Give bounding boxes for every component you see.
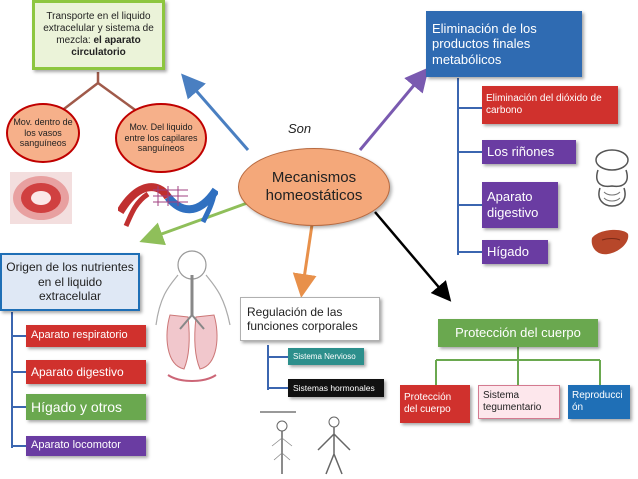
eliminacion-box: Eliminación de los productos finales met…: [426, 11, 582, 77]
origen-box: Origen de los nutrientes en el liquido e…: [0, 253, 140, 311]
center-label: Mecanismos homeostáticos: [265, 169, 363, 204]
oval-mov-dentro: Mov. dentro de los vasos sanguíneos: [6, 103, 80, 163]
arrow-to-transporte: [181, 73, 250, 151]
origen-item-respiratorio: Aparato respiratorio: [26, 325, 146, 347]
proteccion-box: Protección del cuerpo: [438, 319, 598, 347]
regulacion-item-hormonales: Sistemas hormonales: [288, 379, 384, 397]
origen-item-locomotor: Aparato locomotor: [26, 436, 146, 456]
eliminacion-item-co2: Eliminación del dióxido de carbono: [482, 86, 618, 124]
arrow-to-regulacion: [292, 217, 317, 298]
digestive-organs-image: [595, 149, 629, 207]
transporte-box: Transporte en el liquido extracelular y …: [32, 0, 165, 70]
nervous-system-image: [260, 411, 351, 475]
eliminacion-item-higado: Hígado: [482, 240, 548, 264]
transporte-prefix: Transporte en el liquido extracelular y …: [43, 11, 154, 46]
origen-item-digestivo: Aparato digestivo: [26, 360, 146, 384]
regulacion-box: Regulación de las funciones corporales: [240, 297, 380, 341]
branch-transporte: [59, 72, 100, 113]
origen-item-higado: Hígado y otros: [26, 394, 146, 420]
capillaries-image: [118, 183, 218, 227]
respiratory-system-image: [155, 250, 231, 382]
arrow-to-origen: [139, 200, 251, 246]
blood-vessel-tissue-image: [10, 172, 72, 224]
transporte-bold: el aparato circulatorio: [71, 35, 141, 58]
eliminacion-item-digestivo: Aparato digestivo: [482, 182, 558, 228]
center-node: Mecanismos homeostáticos: [238, 148, 390, 226]
proteccion-title: Protección del cuerpo: [455, 325, 581, 341]
proteccion-item-tegumentario: Sistema tegumentario: [478, 385, 560, 419]
son-label: Son: [288, 121, 312, 136]
regulacion-title: Regulación de las funciones corporales: [247, 304, 358, 333]
regulacion-item-nervioso: Sistema Nervioso: [288, 348, 364, 365]
origen-title: Origen de los nutrientes en el liquido e…: [6, 260, 134, 304]
proteccion-item-cuerpo: Protección del cuerpo: [400, 385, 470, 423]
oval-mov-del: Mov. Del liquido entre los capilares san…: [115, 103, 207, 173]
transporte-text: Transporte en el liquido extracelular y …: [39, 11, 158, 59]
arrow-to-proteccion: [374, 211, 452, 302]
liver-image: [591, 229, 629, 255]
eliminacion-title: Eliminación de los productos finales met…: [432, 20, 537, 67]
arrow-to-eliminacion: [358, 67, 429, 151]
eliminacion-item-rinones: Los riñones: [482, 140, 576, 164]
proteccion-item-reproduccion: Reproducción: [568, 385, 630, 419]
